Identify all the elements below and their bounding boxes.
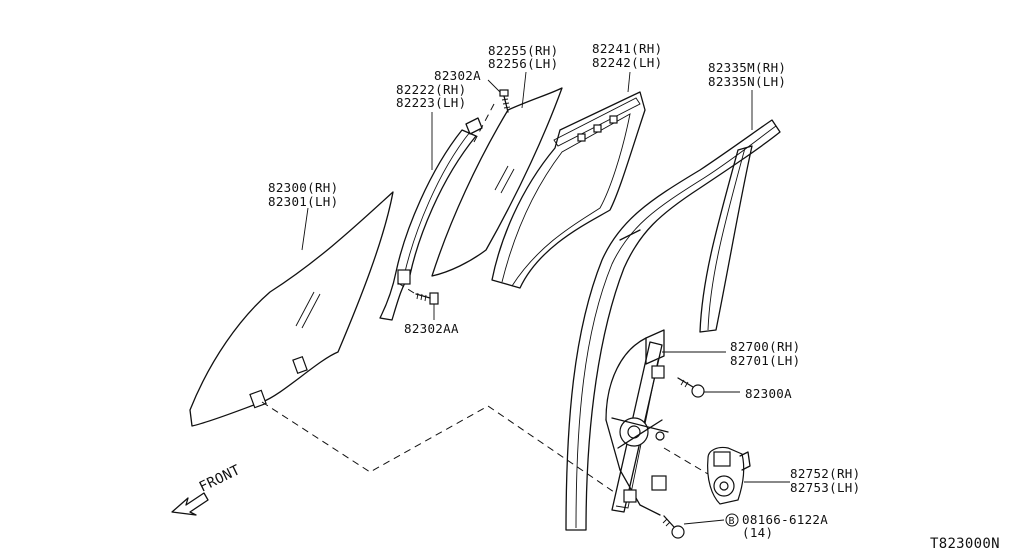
quarter-glass bbox=[431, 87, 563, 277]
assembly-line-screw-aa bbox=[397, 282, 415, 294]
front-direction-arrow-icon bbox=[171, 492, 209, 516]
label-motor-lh: 82753(LH) bbox=[790, 480, 860, 495]
fastener-badge-letter: B bbox=[729, 516, 735, 527]
label-run-channel-rh: 82335M(RH) bbox=[708, 60, 786, 75]
label-quarter-glass-lh: 82256(LH) bbox=[488, 56, 558, 71]
window-regulator bbox=[605, 329, 669, 516]
diagram-code: T823000N bbox=[930, 536, 1000, 552]
label-screw-a: 82302A bbox=[434, 68, 481, 83]
glass-run-channel bbox=[565, 119, 781, 531]
label-front-glass-rh: 82300(RH) bbox=[268, 180, 338, 195]
regulator-motor bbox=[707, 446, 751, 505]
fastener-badge: B bbox=[725, 513, 739, 527]
leader-front-glass bbox=[301, 207, 309, 251]
label-quarter-glass-rh: 82255(RH) bbox=[488, 43, 558, 58]
front-door-glass bbox=[189, 191, 394, 427]
label-regulator-rh: 82700(RH) bbox=[730, 339, 800, 354]
leader-fastener bbox=[683, 519, 725, 525]
door-sash bbox=[379, 117, 483, 321]
assembly-line-motor bbox=[663, 447, 709, 475]
bolt-08166-icon bbox=[662, 515, 685, 539]
leader-quarter-glass bbox=[521, 71, 527, 109]
screw-82302a-icon bbox=[499, 89, 511, 113]
leader-screw-a bbox=[487, 79, 501, 93]
label-motor-rh: 82752(RH) bbox=[790, 466, 860, 481]
label-weatherstrip-lh: 82242(LH) bbox=[592, 55, 662, 70]
assembly-line-glass-to-regulator bbox=[261, 401, 615, 493]
label-fastener-qty: (14) bbox=[742, 525, 773, 540]
label-bolt: 82300A bbox=[745, 386, 792, 401]
label-sash-rh: 82222(RH) bbox=[396, 82, 466, 97]
bolt-82300a-icon bbox=[677, 377, 705, 398]
label-sash-lh: 82223(LH) bbox=[396, 95, 466, 110]
screw-82302aa-icon bbox=[415, 292, 439, 305]
label-weatherstrip-rh: 82241(RH) bbox=[592, 41, 662, 56]
label-run-channel-lh: 82335N(LH) bbox=[708, 74, 786, 89]
label-regulator-lh: 82701(LH) bbox=[730, 353, 800, 368]
front-label: FRONT bbox=[197, 462, 243, 496]
label-screw-aa: 82302AA bbox=[404, 321, 459, 336]
assembly-line-screw-a bbox=[473, 103, 495, 143]
glass-weatherstrip bbox=[491, 91, 646, 289]
label-front-glass-lh: 82301(LH) bbox=[268, 194, 338, 209]
leader-weatherstrip bbox=[627, 71, 631, 93]
label-fastener-code: 08166-6122A bbox=[742, 512, 828, 527]
